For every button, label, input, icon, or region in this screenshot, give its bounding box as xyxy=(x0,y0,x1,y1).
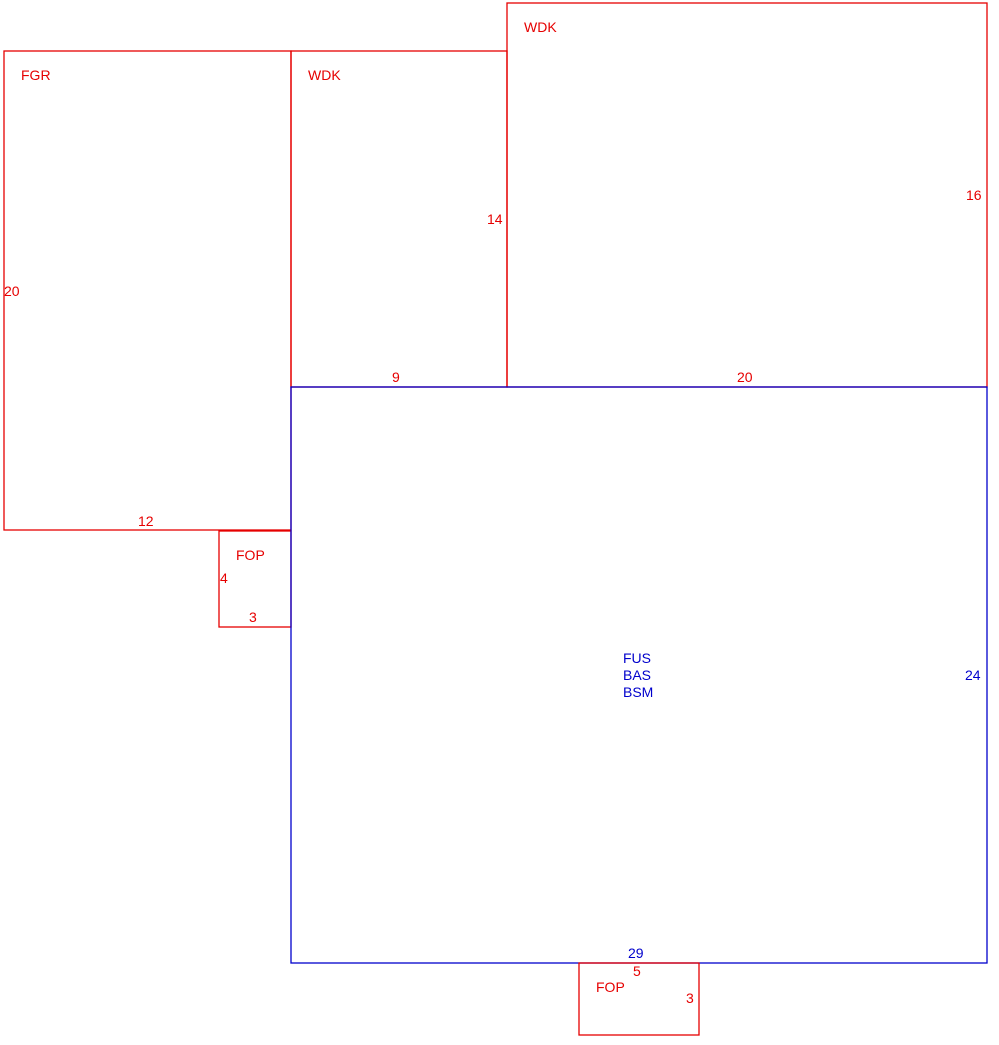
area-main-code-2: BAS xyxy=(623,667,651,683)
area-main-bottom-dimension: 29 xyxy=(628,945,644,961)
area-wdk-small-outline xyxy=(290,50,508,388)
area-fgr-code: FGR xyxy=(21,67,51,83)
area-main-side-dimension: 24 xyxy=(965,667,981,683)
area-fop-left-side-dimension: 4 xyxy=(220,570,228,586)
area-wdk-small-bottom-dimension: 9 xyxy=(392,369,400,385)
area-wdk-large-side-dimension: 16 xyxy=(966,187,982,203)
area-fop-bottom: FOP 5 3 xyxy=(578,962,700,1036)
area-wdk-small: WDK 14 9 xyxy=(290,50,508,388)
area-main: FUS BAS BSM 24 29 xyxy=(290,386,988,964)
area-wdk-large: WDK 16 20 xyxy=(506,2,988,388)
area-wdk-large-code: WDK xyxy=(524,19,557,35)
area-fop-bottom-side-dimension: 3 xyxy=(686,990,694,1006)
area-fop-left-bottom-dimension: 3 xyxy=(249,609,257,625)
area-fop-bottom-top-dimension: 5 xyxy=(633,963,641,979)
area-fop-bottom-code: FOP xyxy=(596,979,625,995)
area-wdk-small-code: WDK xyxy=(308,67,341,83)
area-fgr-side-dimension: 20 xyxy=(4,283,20,299)
area-fgr: FGR 20 12 xyxy=(3,50,292,531)
area-main-code-1: FUS xyxy=(623,650,651,666)
area-fop-bottom-outline xyxy=(578,962,700,1036)
area-fop-left: FOP 4 3 xyxy=(218,530,292,628)
area-fop-left-code: FOP xyxy=(236,547,265,563)
area-fgr-bottom-dimension: 12 xyxy=(138,513,154,529)
area-wdk-large-outline xyxy=(506,2,988,388)
area-wdk-large-bottom-dimension: 20 xyxy=(737,369,753,385)
area-main-code-3: BSM xyxy=(623,684,653,700)
area-fgr-outline xyxy=(3,50,292,531)
area-wdk-small-side-dimension: 14 xyxy=(487,211,503,227)
